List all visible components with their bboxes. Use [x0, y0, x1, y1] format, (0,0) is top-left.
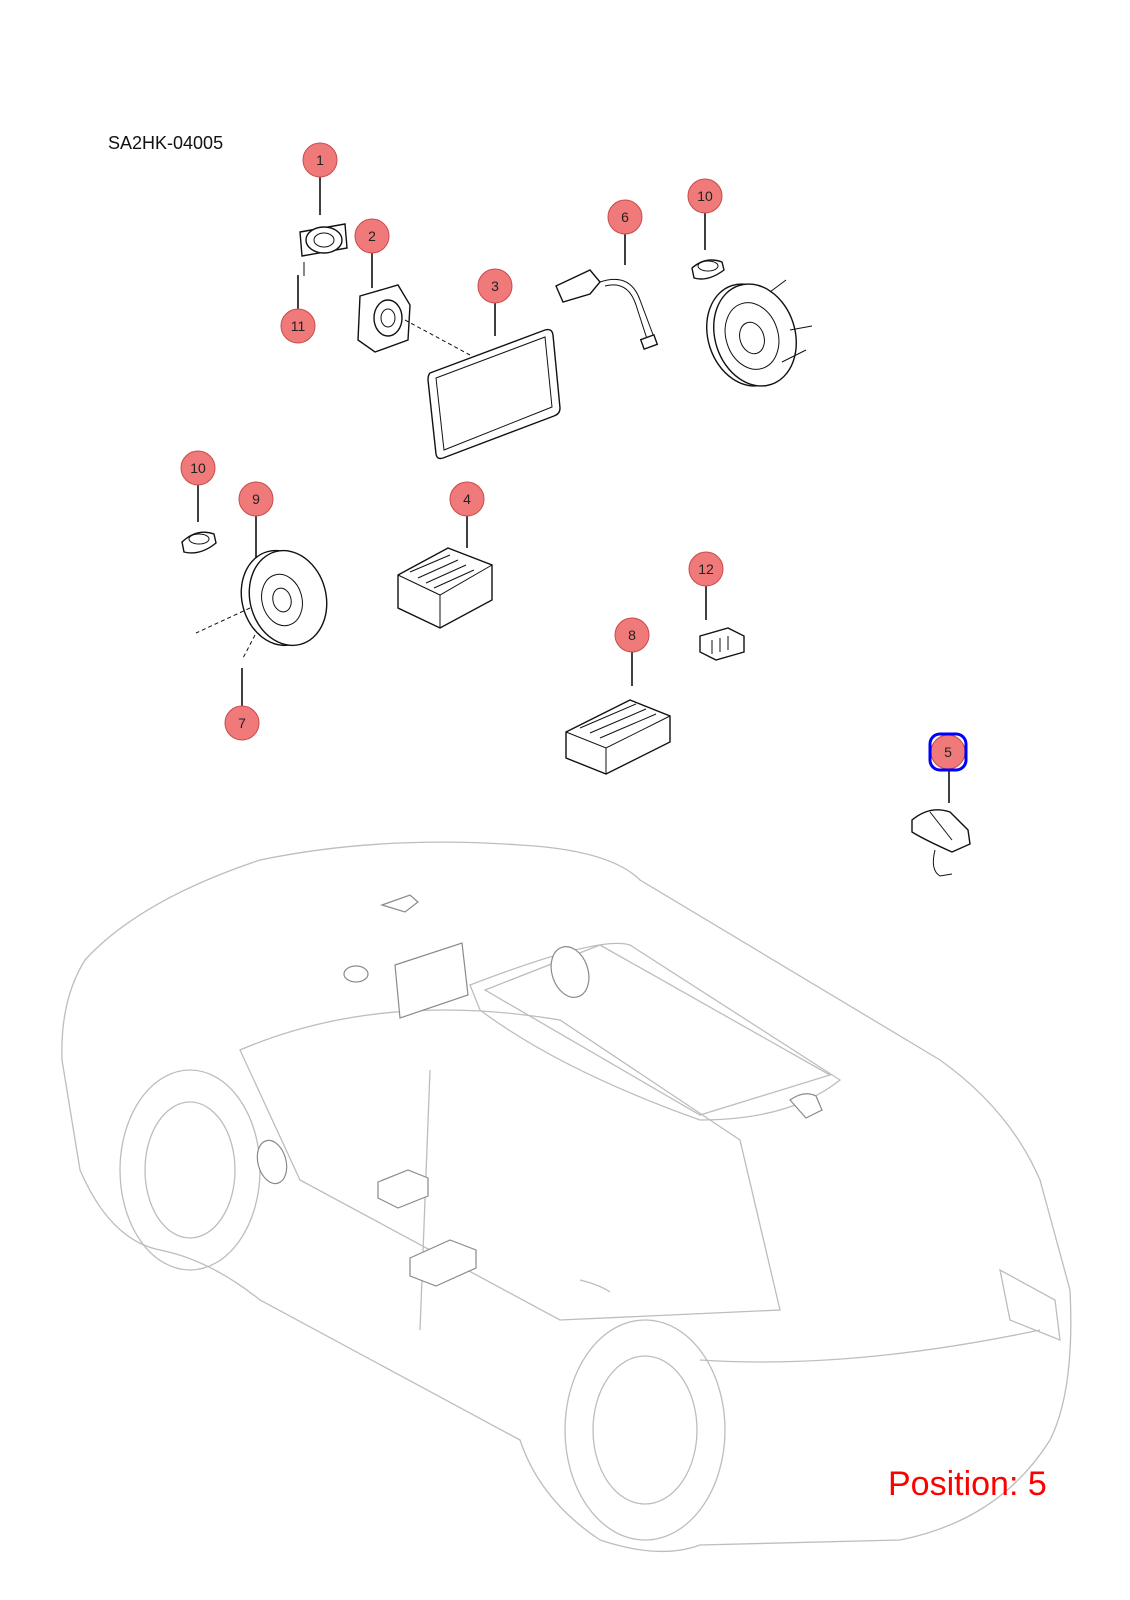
marker-2[interactable]: 2	[354, 218, 390, 254]
marker-5[interactable]: 5	[928, 732, 968, 772]
part-harness-6	[555, 269, 659, 350]
marker-6[interactable]: 6	[607, 199, 643, 235]
marker-7[interactable]: 7	[224, 705, 260, 741]
position-label: Position: 5	[888, 1465, 1047, 1503]
svg-text:10: 10	[697, 188, 713, 204]
part-amplifier-8	[565, 699, 671, 775]
marker-9[interactable]: 9	[238, 481, 274, 517]
vehicle-outline	[61, 841, 1072, 1553]
svg-text:8: 8	[628, 627, 636, 643]
marker-8[interactable]: 8	[614, 617, 650, 653]
svg-text:7: 7	[238, 715, 246, 731]
marker-10-left[interactable]: 10	[180, 450, 216, 486]
part-tweeter-bracket-2	[357, 284, 471, 356]
leader-lines	[197, 174, 950, 803]
diagram-code: SA2HK-04005	[108, 133, 224, 153]
vehicle-installed-parts	[256, 894, 823, 1287]
part-tweeter-10-top	[691, 259, 725, 280]
marker-3[interactable]: 3	[477, 268, 513, 304]
part-door-speaker-9	[195, 549, 328, 661]
part-display-3	[427, 328, 561, 460]
selected-marker-highlight	[928, 732, 968, 772]
part-antenna-5	[911, 809, 971, 877]
svg-text:9: 9	[252, 491, 260, 507]
svg-text:2: 2	[368, 228, 376, 244]
svg-text:5: 5	[944, 744, 952, 760]
part-amplifier-4	[397, 547, 493, 629]
svg-text:12: 12	[698, 561, 714, 577]
marker-1[interactable]: 1	[302, 142, 338, 178]
part-module-12	[699, 627, 745, 661]
part-door-speaker-right	[706, 279, 813, 387]
svg-text:6: 6	[621, 209, 629, 225]
marker-11[interactable]: 11	[280, 308, 316, 344]
svg-text:11: 11	[291, 318, 306, 334]
part-tweeter-1	[299, 223, 348, 276]
marker-10-top[interactable]: 10	[687, 178, 723, 214]
marker-4[interactable]: 4	[449, 481, 485, 517]
svg-text:4: 4	[463, 491, 471, 507]
svg-text:1: 1	[316, 152, 324, 168]
svg-text:3: 3	[491, 278, 499, 294]
part-tweeter-10-left	[181, 531, 217, 554]
callout-markers: 1 2 3 4 5 6 7 8 9 10 10 11 12	[180, 142, 968, 772]
svg-text:10: 10	[190, 460, 206, 476]
marker-12[interactable]: 12	[688, 551, 724, 587]
